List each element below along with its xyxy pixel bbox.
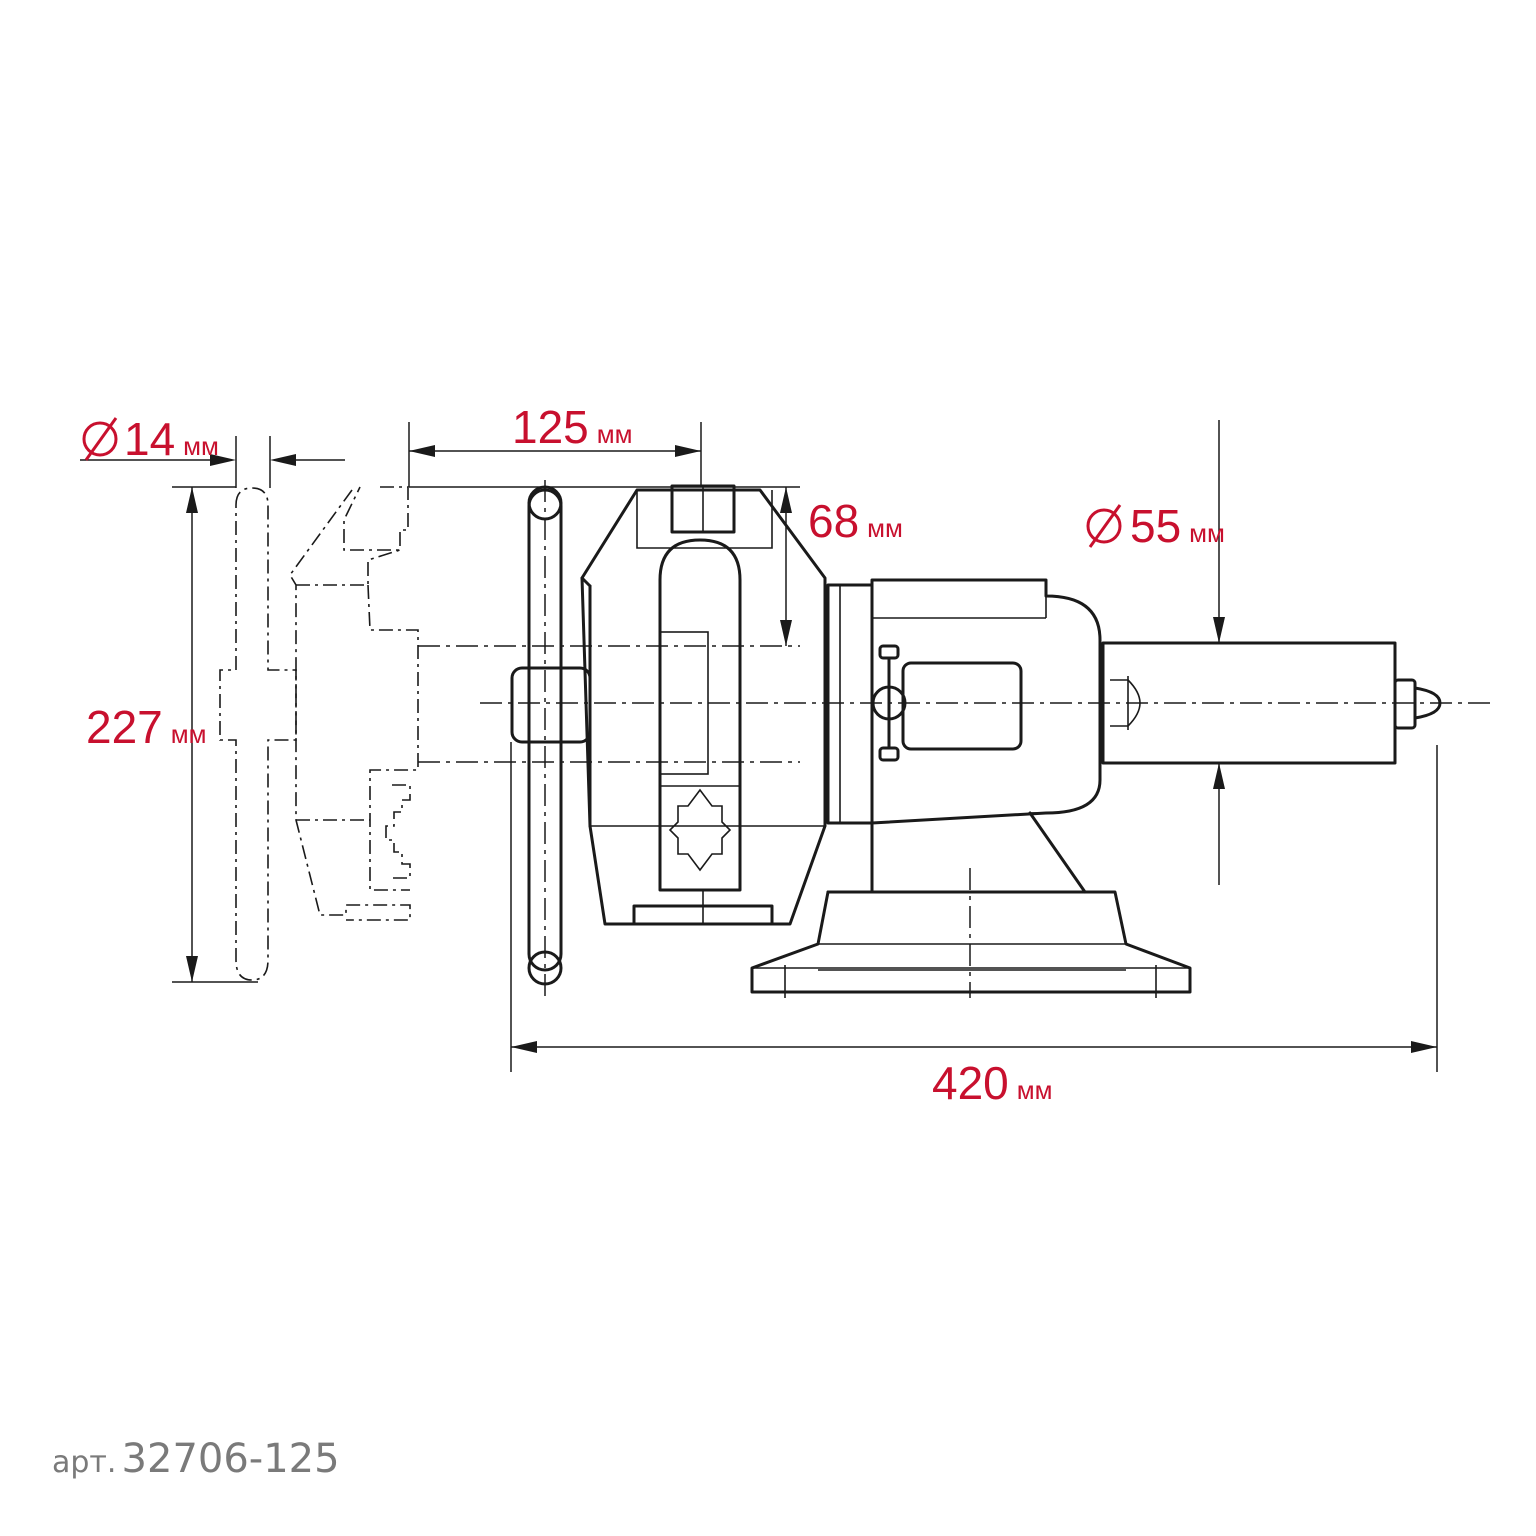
dim-pipe-diameter <box>1213 420 1225 885</box>
diameter-icon <box>82 421 118 457</box>
label-pipe-diameter: 55 мм <box>1086 500 1225 552</box>
ghost-handle <box>219 487 297 981</box>
dim-unit: мм <box>171 719 207 749</box>
label-jaw-depth: 68 мм <box>808 495 903 547</box>
dim-unit: мм <box>183 431 219 461</box>
dim-value-55: 55 <box>1130 500 1181 552</box>
article-number: 32706-125 <box>121 1436 340 1482</box>
t-handle <box>510 485 592 986</box>
dim-value-14: 14 <box>124 413 175 465</box>
dim-value-420: 420 <box>932 1057 1009 1109</box>
dim-jaw-width <box>408 422 800 488</box>
dim-value-125: 125 <box>512 401 589 453</box>
dim-unit: мм <box>597 419 633 449</box>
label-handle-diameter: 14 мм <box>82 413 219 465</box>
label-jaw-width: 125 мм <box>512 401 633 453</box>
article-prefix: арт. <box>52 1445 117 1480</box>
diameter-icon <box>1086 508 1122 544</box>
dim-unit: мм <box>867 513 903 543</box>
center-lines <box>418 480 1495 1000</box>
article-caption: арт. 32706-125 <box>52 1436 340 1482</box>
front-jaw <box>580 484 827 926</box>
dim-height <box>172 486 258 983</box>
vise-base <box>750 868 1192 998</box>
dim-value-68: 68 <box>808 495 859 547</box>
label-length: 420 мм <box>932 1057 1053 1109</box>
ghost-jaw <box>289 486 419 921</box>
label-height: 227 мм <box>86 701 207 753</box>
vise-body <box>826 578 1102 894</box>
dim-value-227: 227 <box>86 701 163 753</box>
dim-unit: мм <box>1017 1075 1053 1105</box>
dim-length <box>510 742 1438 1072</box>
dim-jaw-depth <box>780 487 792 646</box>
dim-handle-diameter <box>80 436 345 488</box>
dim-unit: мм <box>1189 518 1225 548</box>
